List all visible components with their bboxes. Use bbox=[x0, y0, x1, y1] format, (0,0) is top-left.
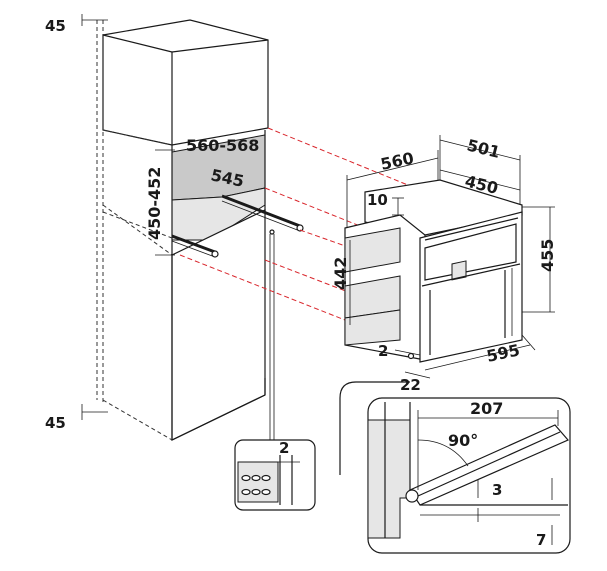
cabinet-top bbox=[102, 19, 269, 146]
bottom-clearance-label: 45 bbox=[45, 414, 66, 432]
body-height-label: 442 bbox=[331, 257, 350, 290]
rail-left bbox=[171, 234, 219, 258]
appliance-total-depth-label: 501 bbox=[465, 135, 502, 162]
bottom-gap-label: 7 bbox=[536, 531, 546, 549]
rail-detail: 2 bbox=[234, 439, 316, 511]
door-gap-label: 3 bbox=[492, 481, 502, 499]
front-height-label: 455 bbox=[538, 239, 557, 272]
appliance bbox=[344, 179, 523, 363]
cabinet-lower bbox=[171, 209, 266, 441]
front-thickness-label: 22 bbox=[400, 376, 421, 394]
rail-right bbox=[221, 194, 304, 232]
detail-gap-label: 2 bbox=[279, 439, 289, 457]
side-gap-label: 2 bbox=[378, 342, 388, 360]
door-detail: 207 90° 3 7 bbox=[339, 381, 571, 554]
top-offset-label: 10 bbox=[367, 191, 388, 209]
door-width-label: 207 bbox=[470, 399, 503, 418]
appliance-depth-label: 560 bbox=[379, 148, 416, 174]
niche-width-label: 560-568 bbox=[186, 136, 259, 155]
cabinet bbox=[96, 19, 304, 441]
top-clearance-label: 45 bbox=[45, 17, 66, 35]
niche-height-label: 450-452 bbox=[145, 167, 164, 240]
door-angle-label: 90° bbox=[448, 431, 478, 450]
